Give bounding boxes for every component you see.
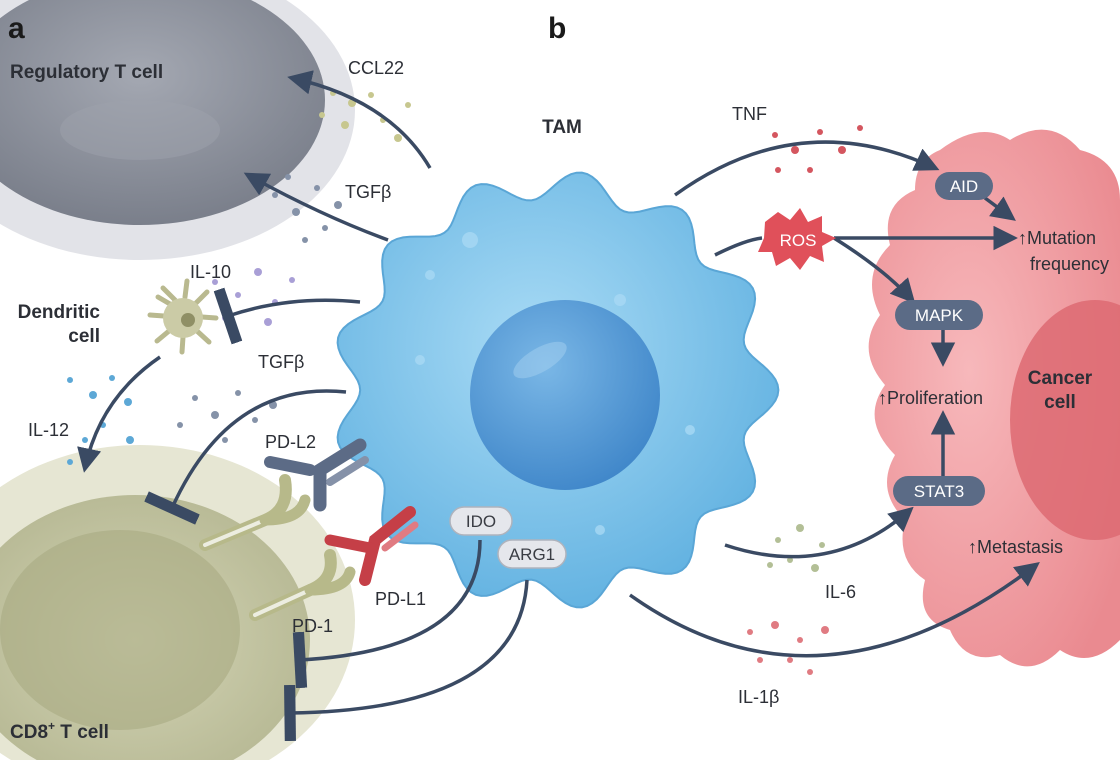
tnf-label: TNF xyxy=(732,104,767,124)
mutation-label-1: ↑Mutation xyxy=(1018,228,1096,248)
ido-label: IDO xyxy=(466,512,496,531)
ido-node: IDO xyxy=(449,506,513,536)
ccl22-label: CCL22 xyxy=(348,58,404,78)
pdl1-ligand xyxy=(324,506,419,586)
cd8-t-cell-label: CD8+ T cell xyxy=(10,719,109,743)
panel-label-a: a xyxy=(8,12,25,45)
dendritic-cell-label-1: Dendritic xyxy=(18,302,101,323)
il6-label: IL-6 xyxy=(825,582,856,602)
cancer-cell-label-1: Cancer xyxy=(1028,368,1093,389)
dendritic-cell xyxy=(147,278,219,355)
cd8-main: CD8 xyxy=(10,722,48,743)
cancer-cell xyxy=(868,129,1120,667)
pd1-receptors xyxy=(199,474,356,621)
arrows-panel-b xyxy=(628,140,1040,658)
mapk-label: MAPK xyxy=(915,306,964,325)
stat3-node: STAT3 xyxy=(893,476,985,506)
aid-label: AID xyxy=(950,177,978,196)
ros-node: ROS xyxy=(758,208,836,270)
arrows-panel-a xyxy=(77,70,529,742)
metastasis-label: ↑Metastasis xyxy=(968,537,1063,557)
mapk-node: MAPK xyxy=(895,300,983,330)
arg1-label: ARG1 xyxy=(509,545,555,564)
tam-cell xyxy=(336,171,780,609)
tam-label: TAM xyxy=(542,117,582,138)
regulatory-t-cell-label: Regulatory T cell xyxy=(10,62,163,83)
pd1-label: PD-1 xyxy=(292,616,333,636)
il12-label: IL-12 xyxy=(28,420,69,440)
cd8-sup: + xyxy=(48,719,55,733)
panel-label-b: b xyxy=(548,12,566,45)
aid-node: AID xyxy=(935,172,993,200)
il1b-label: IL-1β xyxy=(738,687,779,707)
proliferation-label: ↑Proliferation xyxy=(878,388,983,408)
cancer-cell-label-2: cell xyxy=(1044,392,1076,413)
il10-label: IL-10 xyxy=(190,262,231,282)
ros-label: ROS xyxy=(780,231,817,250)
cd8-tail: T cell xyxy=(55,722,109,743)
arg1-node: ARG1 xyxy=(497,539,567,569)
stat3-label: STAT3 xyxy=(914,482,964,501)
tgfb-top-label: TGFβ xyxy=(345,182,391,202)
pdl2-label: PD-L2 xyxy=(265,432,316,452)
pdl2-ligand xyxy=(264,438,369,512)
dendritic-cell-label-2: cell xyxy=(68,326,100,347)
mutation-label-2: frequency xyxy=(1030,254,1109,274)
pdl1-label: PD-L1 xyxy=(375,589,426,609)
tgfb-mid-label: TGFβ xyxy=(258,352,304,372)
regulatory-t-cell xyxy=(0,0,355,260)
